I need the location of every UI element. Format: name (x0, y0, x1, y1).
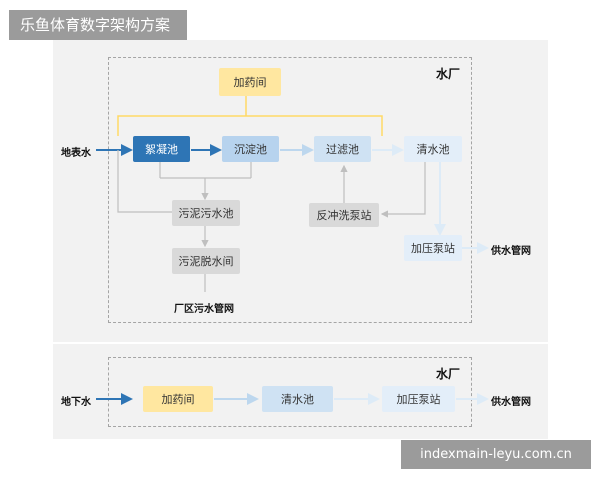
sludge-recycle-line (117, 150, 172, 213)
surface-plant-boundary (108, 57, 472, 323)
ground-plant-boundary (108, 357, 472, 427)
ground-source-label: 地下水 (61, 397, 91, 408)
sewer-output-label: 厂区污水管网 (174, 304, 234, 315)
watermark: indexmain-leyu.com.cn (401, 440, 591, 469)
node-sedimentation: 沉淀池 (222, 136, 279, 162)
supply-output-label: 供水管网 (491, 246, 531, 257)
surface-water-panel (53, 40, 548, 342)
node-dosing: 加药间 (219, 68, 281, 96)
ground-plant-label: 水厂 (436, 367, 461, 381)
surface-plant-label: 水厂 (436, 67, 461, 81)
arrow-clear-to-backwash (380, 162, 426, 218)
node-coagulation: 絮凝池 (133, 136, 190, 162)
node-sludge-tank: 污泥污水池 (172, 200, 240, 226)
node-booster: 加压泵站 (404, 235, 462, 261)
ground-node-dosing: 加药间 (143, 386, 213, 412)
node-backwash: 反冲洗泵站 (309, 203, 379, 227)
ground-node-booster: 加压泵站 (382, 386, 455, 412)
node-clear-water: 清水池 (404, 136, 462, 162)
ground-node-clear-water: 清水池 (262, 386, 333, 412)
ground-supply-output-label: 供水管网 (491, 397, 531, 408)
surface-source-label: 地表水 (61, 148, 91, 159)
page-title: 乐鱼体育数字架构方案 (9, 10, 187, 40)
node-sludge-dewater: 污泥脱水间 (172, 248, 240, 274)
dosing-distribution-line (117, 115, 383, 136)
node-filtration: 过滤池 (314, 136, 371, 162)
